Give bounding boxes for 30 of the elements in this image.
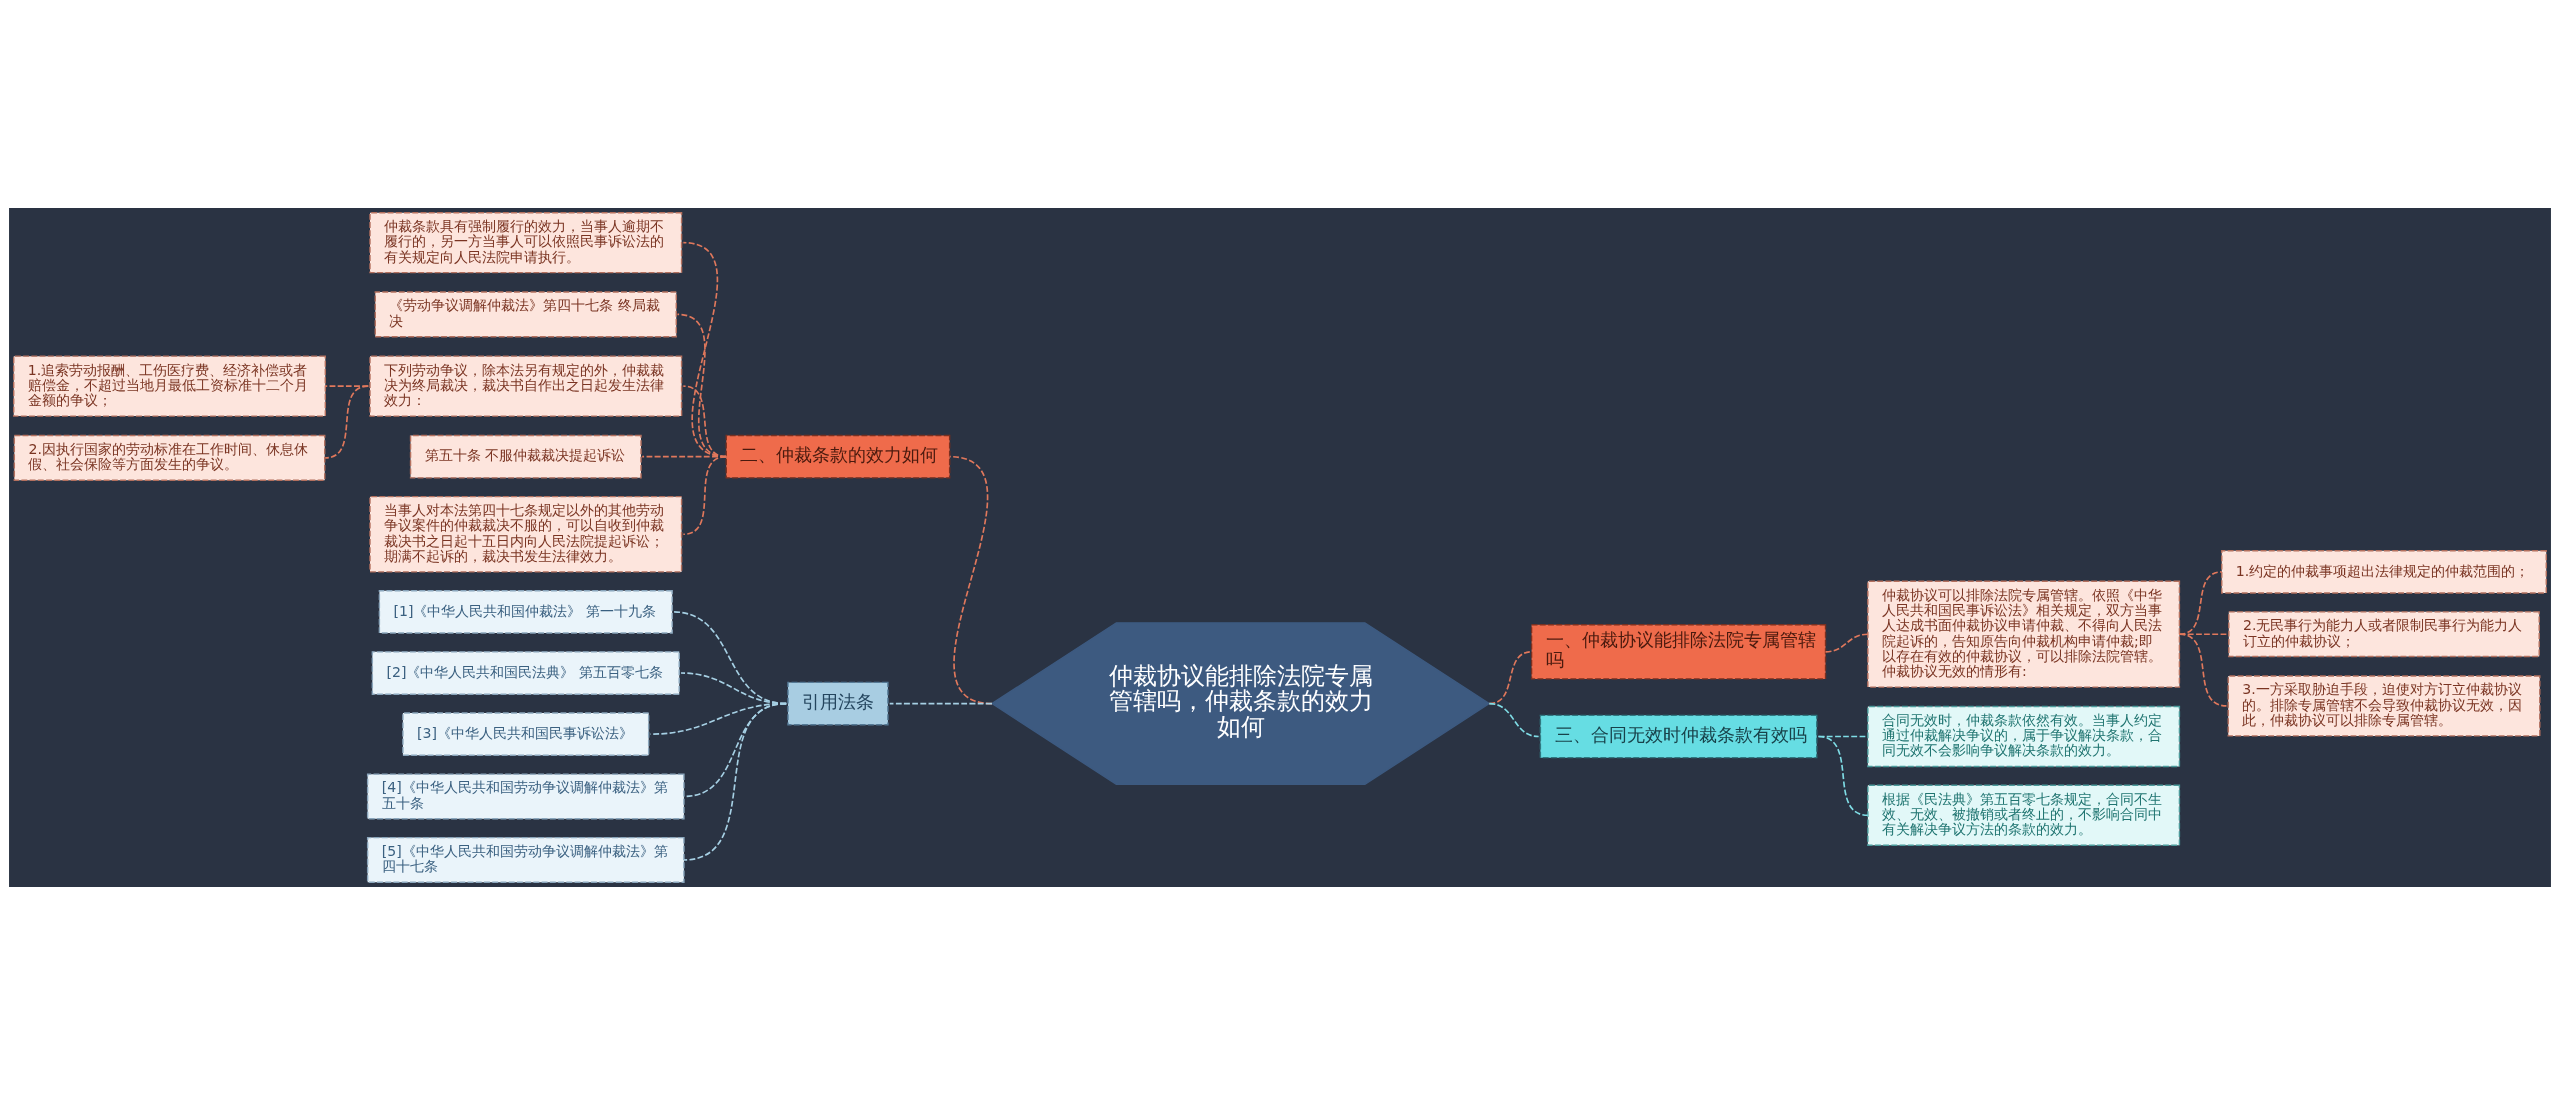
node-box: 当事人对本法第四十七条规定以外的其他劳动争议案件的仲裁裁决不服的，可以自收到仲裁裁决书之日起十五日内向人民法院提起诉讼；期满不起诉的，裁决书发生法律效力。: [369, 495, 683, 573]
node-box: 2.因执行国家的劳动标准在工作时间、休息休假、社会保险等方面发生的争议。: [13, 434, 326, 481]
connector: [683, 702, 788, 861]
connector: [1488, 702, 1540, 737]
node-box: 《劳动争议调解仲裁法》第四十七条 终局裁决: [374, 290, 677, 337]
node-box: 3.一方采取胁迫手段，迫使对方订立仲裁协议的。排除专属管辖不会导致仲裁协议无效，因此，仲裁协议可以排除专属管辖。: [2227, 674, 2541, 737]
node-box: [1]《中华人民共和国仲裁法》 第一十九条: [378, 589, 673, 634]
node-box: 下列劳动争议，除本法另有规定的外，仲裁裁决为终局裁决，裁决书自作出之日起发生法律效力：: [369, 354, 683, 417]
node-box: 仲裁协议可以排除法院专属管辖。依照《中华人民共和国民事诉讼法》相关规定，双方当事人达成书面仲裁协议申请仲裁、不得向人民法院起诉的，告知原告向仲裁机构申请仲裁;即以存在有效的仲裁协议，可以排除法院管辖。仲裁协议无效的情形有:: [1867, 580, 2181, 688]
connector: [888, 702, 993, 704]
node-box: 1.追索劳动报酬、工伤医疗费、经济补偿或者赔偿金，不超过当地月最低工资标准十二个月金额的争议；: [13, 354, 326, 417]
node-box: 一、仲裁协议能排除法院专属管辖吗: [1530, 623, 1827, 680]
node-box: 合同无效时，仲裁条款依然有效。当事人约定通过仲裁解决争议的，属于争议解决条款，合同无效不会影响争议解决条款的效力。: [1867, 705, 2181, 767]
node-box: 2.无民事行为能力人或者限制民事行为能力人订立的仲裁协议；: [2228, 610, 2540, 657]
node-box: [2]《中华人民共和国民法典》 第五百零七条: [371, 650, 680, 695]
node-box: 1.约定的仲裁事项超出法律规定的仲裁范围的；: [2221, 549, 2547, 594]
node-box: 根据《民法典》第五百零七条规定，合同不生效、无效、被撤销或者终止的，不影响合同中有关解决争议方法的条款的效力。: [1867, 784, 2181, 846]
node-box: [4]《中华人民共和国劳动争议调解仲裁法》第五十条: [366, 772, 685, 819]
node-box: [3]《中华人民共和国民事诉讼法》: [402, 711, 650, 756]
connector: [682, 455, 728, 535]
connector: [2178, 632, 2228, 707]
node-box: [5]《中华人民共和国劳动争议调解仲裁法》第四十七条: [366, 836, 685, 883]
connector: [1824, 632, 1869, 653]
node-box: 引用法条: [787, 681, 889, 725]
connector: [324, 384, 370, 459]
node-box: 仲裁条款具有强制履行的效力，当事人逾期不履行的，另一方当事人可以依照民事诉讼法的有关规定向人民法院申请执行。: [369, 211, 683, 273]
connector: [1817, 735, 1869, 816]
node-box: 第五十条 不服仲裁裁决提起诉讼: [409, 434, 642, 479]
node-box: 二、仲裁条款的效力如何: [725, 434, 951, 479]
node-box: 三、合同无效时仲裁条款有效吗: [1539, 714, 1818, 758]
